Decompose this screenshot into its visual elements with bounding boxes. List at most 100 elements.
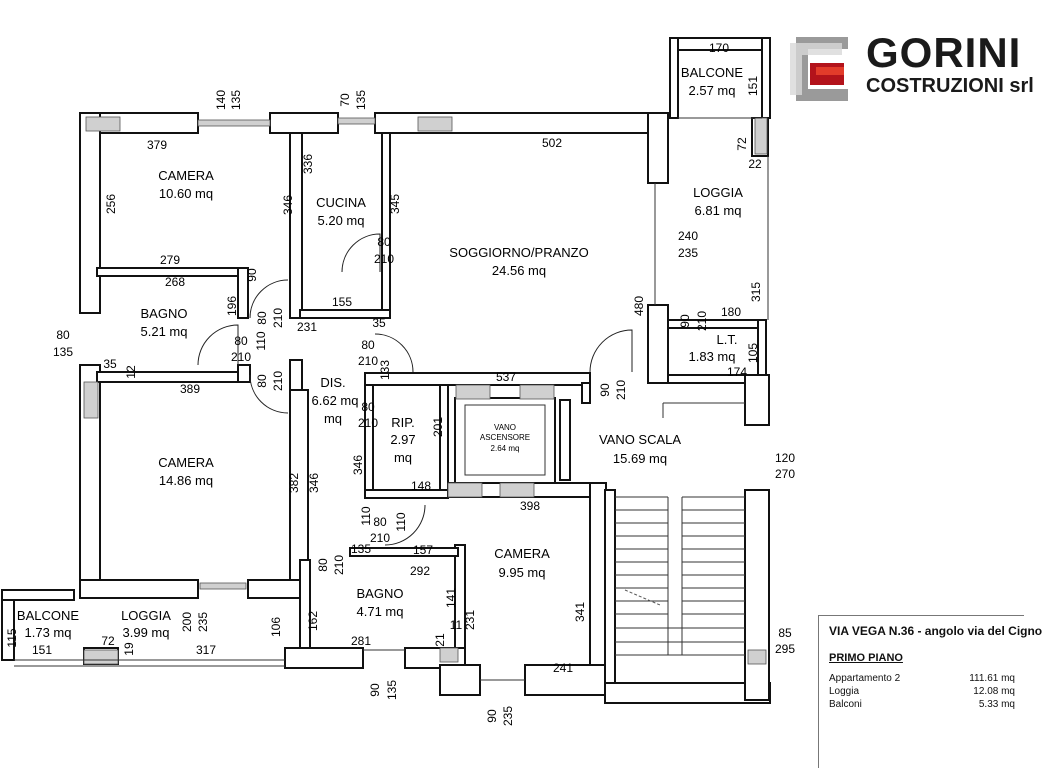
svg-text:341: 341	[573, 602, 587, 622]
svg-text:155: 155	[332, 295, 352, 309]
svg-text:135: 135	[229, 90, 243, 110]
svg-text:80: 80	[234, 334, 248, 348]
info-row-label: Balconi	[829, 699, 862, 710]
room-bagno1-area: 5.21 mq	[141, 324, 188, 339]
svg-text:80: 80	[255, 374, 269, 388]
company-logo: GORINI COSTRUZIONI srl	[786, 29, 1034, 103]
svg-text:270: 270	[775, 467, 795, 481]
room-loggia1-area: 6.81 mq	[695, 203, 742, 218]
svg-text:106: 106	[269, 617, 283, 637]
svg-text:210: 210	[231, 350, 251, 364]
company-name: GORINI	[866, 29, 1022, 76]
svg-text:480: 480	[632, 296, 646, 316]
room-ascensore-area: 2.64 mq	[491, 444, 520, 453]
room-bagno2-name: BAGNO	[357, 586, 404, 601]
info-row-label: Loggia	[829, 686, 860, 697]
address-title: VIA VEGA N.36 - angolo via del Cigno	[829, 624, 1042, 638]
svg-text:281: 281	[351, 634, 371, 648]
room-labels: CAMERA 10.60 mq CUCINA 5.20 mq SOGGIORNO…	[17, 65, 743, 640]
svg-text:12: 12	[124, 365, 138, 379]
svg-text:110: 110	[394, 512, 408, 531]
svg-text:80: 80	[373, 515, 387, 529]
info-row: Loggia 12.08 mq	[829, 686, 1015, 697]
svg-text:162: 162	[306, 611, 320, 631]
svg-text:90: 90	[245, 268, 259, 282]
svg-text:382: 382	[287, 473, 301, 493]
svg-text:151: 151	[746, 76, 760, 96]
svg-text:80: 80	[377, 235, 391, 249]
svg-text:90: 90	[368, 683, 382, 697]
svg-text:140: 140	[214, 90, 228, 110]
svg-text:21: 21	[433, 633, 447, 647]
svg-text:mq: mq	[394, 450, 412, 465]
svg-text:90: 90	[485, 709, 499, 723]
room-loggia1-name: LOGGIA	[693, 185, 743, 200]
svg-text:210: 210	[332, 555, 346, 575]
room-bagno2-area: 4.71 mq	[357, 604, 404, 619]
svg-text:151: 151	[32, 643, 52, 657]
svg-text:VANO: VANO	[494, 423, 516, 432]
svg-text:174: 174	[727, 365, 747, 379]
svg-text:389: 389	[180, 382, 200, 396]
svg-text:268: 268	[165, 275, 185, 289]
svg-text:148: 148	[411, 479, 431, 493]
svg-text:90: 90	[598, 383, 612, 397]
svg-text:292: 292	[410, 564, 430, 578]
svg-text:80: 80	[255, 311, 269, 325]
svg-text:295: 295	[775, 642, 795, 656]
svg-text:105: 105	[746, 343, 760, 363]
svg-text:115: 115	[5, 628, 19, 647]
svg-text:231: 231	[463, 610, 477, 630]
svg-text:398: 398	[520, 499, 540, 513]
svg-text:72: 72	[735, 137, 749, 151]
room-cucina-name: CUCINA	[316, 195, 366, 210]
room-camera3-name: CAMERA	[494, 546, 550, 561]
room-loggia2-area: 3.99 mq	[123, 625, 170, 640]
svg-text:mq: mq	[324, 411, 342, 426]
svg-text:345: 345	[388, 194, 402, 214]
svg-text:72: 72	[101, 634, 115, 648]
svg-text:235: 235	[501, 706, 515, 726]
room-balcone1-name: BALCONE	[681, 65, 743, 80]
room-vanoscala-name: VANO SCALA	[599, 432, 681, 447]
room-camera2-name: CAMERA	[158, 455, 214, 470]
svg-text:80: 80	[361, 400, 375, 414]
svg-text:135: 135	[385, 680, 399, 700]
room-bagno1-name: BAGNO	[141, 306, 188, 321]
svg-text:85: 85	[778, 626, 792, 640]
svg-text:170: 170	[709, 41, 729, 55]
railings	[14, 117, 769, 681]
doors	[197, 233, 633, 546]
info-row: Balconi 5.33 mq	[829, 699, 1015, 710]
info-panel: VIA VEGA N.36 - angolo via del Cigno PRI…	[818, 615, 1042, 768]
svg-text:135: 135	[351, 542, 371, 556]
stairs	[615, 496, 745, 656]
svg-text:35: 35	[103, 357, 117, 371]
svg-text:120: 120	[775, 451, 795, 465]
svg-text:90: 90	[678, 314, 692, 328]
svg-text:379: 379	[147, 138, 167, 152]
svg-text:279: 279	[160, 253, 180, 267]
svg-text:19: 19	[122, 642, 136, 656]
info-row-value: 111.61 mq	[969, 673, 1015, 684]
room-lt-name: L.T.	[717, 332, 738, 347]
svg-text:133: 133	[378, 360, 392, 380]
svg-text:346: 346	[281, 195, 295, 215]
svg-text:210: 210	[695, 311, 709, 331]
room-cucina-area: 5.20 mq	[318, 213, 365, 228]
room-camera3-area: 9.95 mq	[499, 565, 546, 580]
svg-text:210: 210	[358, 354, 378, 368]
info-row: Appartamento 2 111.61 mq	[829, 673, 1015, 684]
svg-text:80: 80	[316, 558, 330, 572]
svg-text:256: 256	[104, 194, 118, 214]
svg-text:210: 210	[614, 380, 628, 400]
svg-text:241: 241	[553, 661, 573, 675]
svg-text:80: 80	[56, 328, 70, 342]
svg-text:235: 235	[196, 612, 210, 632]
svg-text:210: 210	[271, 308, 285, 328]
svg-text:210: 210	[271, 371, 285, 391]
svg-text:35: 35	[372, 316, 386, 330]
room-camera2-area: 14.86 mq	[159, 473, 213, 488]
room-balcone1-area: 2.57 mq	[689, 83, 736, 98]
